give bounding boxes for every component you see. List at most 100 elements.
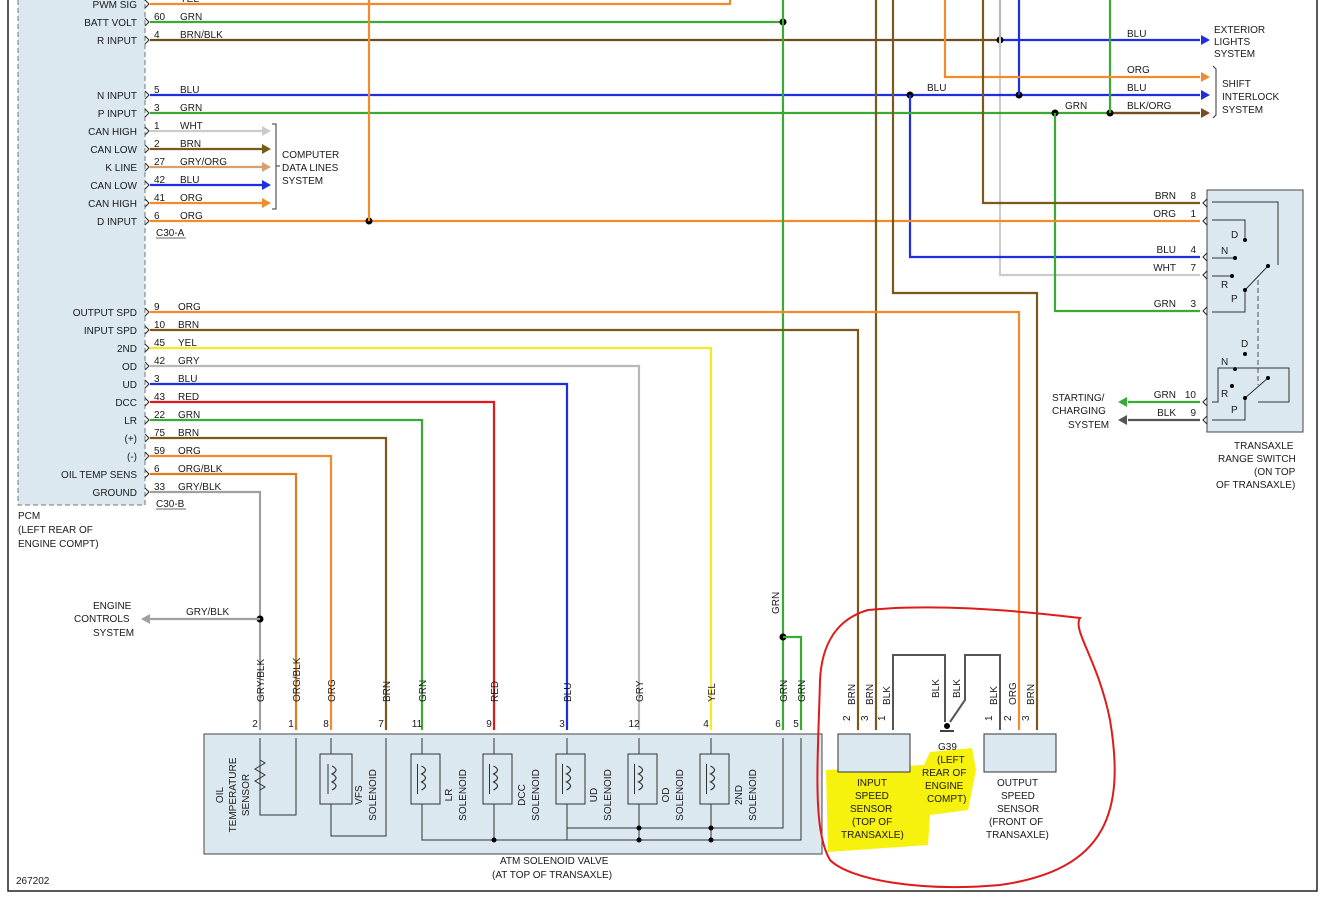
pcm-pin-label: 2ND bbox=[117, 344, 137, 355]
pcm-pin-label: OUTPUT SPD bbox=[73, 308, 137, 319]
wire-brn-trs bbox=[981, 0, 1200, 205]
pcm-pin-label: CAN HIGH bbox=[88, 199, 137, 210]
trs-pin-number: 4 bbox=[1190, 245, 1196, 256]
arrow-right bbox=[262, 144, 271, 154]
wire-wht-trs bbox=[998, 40, 1200, 277]
output-sensor-name-1: OUTPUT bbox=[997, 778, 1038, 789]
trs-wire-color: BRN bbox=[1155, 191, 1176, 202]
pcm-pin-number: 6 bbox=[154, 211, 160, 222]
valve-pin-number: 3 bbox=[559, 719, 565, 730]
pcm-wire-color: YEL bbox=[178, 338, 197, 349]
pcm-pin-number: 5 bbox=[154, 85, 160, 96]
wire-lr bbox=[150, 418, 424, 730]
wire-ground bbox=[150, 490, 262, 730]
pcm-wire-color: ORG bbox=[178, 302, 201, 313]
pcm-pin-number: 22 bbox=[154, 410, 166, 421]
valve-wire-color: GRY bbox=[635, 680, 646, 702]
pin-chevron bbox=[144, 361, 150, 371]
solenoid-coil-symbol bbox=[565, 765, 572, 791]
pin-chevron bbox=[144, 433, 150, 443]
pcm-pin-label: OIL TEMP SENS bbox=[61, 470, 137, 481]
pcm-pin-number: 75 bbox=[154, 428, 166, 439]
engine-controls-2: CONTROLS bbox=[74, 614, 130, 625]
oil-temp-circuit bbox=[259, 738, 297, 816]
valve-pin-number: 2 bbox=[252, 719, 258, 730]
pcm-pin-number: 41 bbox=[154, 193, 166, 204]
pcm-wire-color: BRN bbox=[178, 320, 199, 331]
valve-component-label: TEMPERATURE bbox=[228, 757, 239, 832]
input-sensor-name-1: INPUT bbox=[857, 778, 887, 789]
valve-wire-color: BRN bbox=[382, 681, 393, 702]
pcm-location-2: ENGINE COMPT) bbox=[18, 539, 99, 550]
pin-chevron bbox=[144, 379, 150, 389]
output-sensor-wire-color: BRN bbox=[1026, 684, 1037, 705]
ground-name-2: (LEFT bbox=[937, 755, 965, 766]
ground-dot bbox=[944, 723, 950, 729]
pin-chevron bbox=[144, 469, 150, 479]
junction-dot bbox=[636, 837, 642, 843]
pin-chevron bbox=[144, 35, 150, 45]
output-sensor-pin-number: 3 bbox=[1021, 715, 1032, 721]
pin-chevron bbox=[144, 198, 150, 208]
pcm-pin-label: GROUND bbox=[93, 488, 137, 499]
arrow-right bbox=[1201, 35, 1210, 45]
valve-component-label: OIL bbox=[215, 787, 226, 804]
valve-pin-number: 12 bbox=[628, 719, 640, 730]
valve-component-label: DCC bbox=[517, 784, 528, 806]
trs-switch-upper: D N R P bbox=[1212, 201, 1279, 385]
pcm-pin-label: (-) bbox=[127, 452, 137, 463]
pcm-pin-label: LR bbox=[124, 416, 137, 427]
pcm-pin-label: K LINE bbox=[105, 163, 137, 174]
starting-charging-1: STARTING/ bbox=[1052, 393, 1105, 404]
pcm-pin-number: 2 bbox=[154, 139, 160, 150]
pcm-wire-color: YEL bbox=[180, 0, 199, 5]
pcm-pin-number: 4 bbox=[154, 30, 160, 41]
valve-wire-color: GRN bbox=[779, 680, 790, 702]
label-gryblk-eng: GRY/BLK bbox=[186, 607, 229, 618]
ground-name-5: COMPT) bbox=[927, 794, 966, 805]
pin-chevron bbox=[144, 487, 150, 497]
junction-dot bbox=[491, 837, 497, 843]
pin-chevron bbox=[144, 451, 150, 461]
shift-interlock-2: INTERLOCK bbox=[1222, 92, 1280, 103]
computer-data-lines-1: COMPUTER bbox=[282, 150, 339, 161]
trs-wire-color: BLK bbox=[1157, 408, 1176, 419]
valve-component-label: SOLENOID bbox=[531, 769, 542, 821]
pcm-wire-color: ORG bbox=[180, 193, 203, 204]
wire-blu-trs bbox=[908, 95, 1200, 259]
trs-pin-number: 7 bbox=[1190, 263, 1196, 274]
output-sensor-pin-number: 2 bbox=[1003, 715, 1014, 721]
trs-lower-p: P bbox=[1231, 405, 1238, 416]
pcm-pin-label: N INPUT bbox=[97, 91, 137, 102]
pcm-pin-label: INPUT SPD bbox=[84, 326, 137, 337]
valve-component-label: UD bbox=[589, 788, 600, 802]
pin-chevron bbox=[144, 415, 150, 425]
pcm-pin-number: 42 bbox=[154, 356, 166, 367]
ground-wire-output bbox=[949, 654, 1001, 730]
output-sensor-wire-color: ORG bbox=[1008, 682, 1019, 705]
output-sensor-name-3: SENSOR bbox=[997, 804, 1039, 815]
trs-chevron bbox=[1202, 306, 1208, 316]
trs-pin-number: 10 bbox=[1185, 390, 1197, 401]
trs-upper-p: P bbox=[1231, 294, 1238, 305]
computer-data-lines-bracket bbox=[272, 123, 280, 210]
trs-pin-number: 9 bbox=[1190, 408, 1196, 419]
valve-pin-number: 5 bbox=[793, 719, 799, 730]
wire-ud bbox=[150, 382, 569, 730]
pcm-wire-color: GRY bbox=[178, 356, 200, 367]
trs-wire-color: GRN bbox=[1154, 390, 1176, 401]
trs-lower-r: R bbox=[1221, 389, 1228, 400]
diagram-number: 267202 bbox=[16, 876, 50, 887]
trs-chevron bbox=[1202, 216, 1208, 226]
ground-wire-input bbox=[892, 654, 946, 730]
computer-data-lines-2: DATA LINES bbox=[282, 163, 339, 174]
solenoid-coil-symbol bbox=[709, 765, 716, 791]
trs-title-1: TRANSAXLE bbox=[1234, 441, 1294, 452]
trs-chevron bbox=[1202, 415, 1208, 425]
pcm-pin-number: 42 bbox=[154, 175, 166, 186]
valve-component-label: VFS bbox=[354, 785, 365, 805]
arrow-right bbox=[1201, 90, 1210, 100]
solenoid-coil-symbol bbox=[330, 765, 337, 791]
